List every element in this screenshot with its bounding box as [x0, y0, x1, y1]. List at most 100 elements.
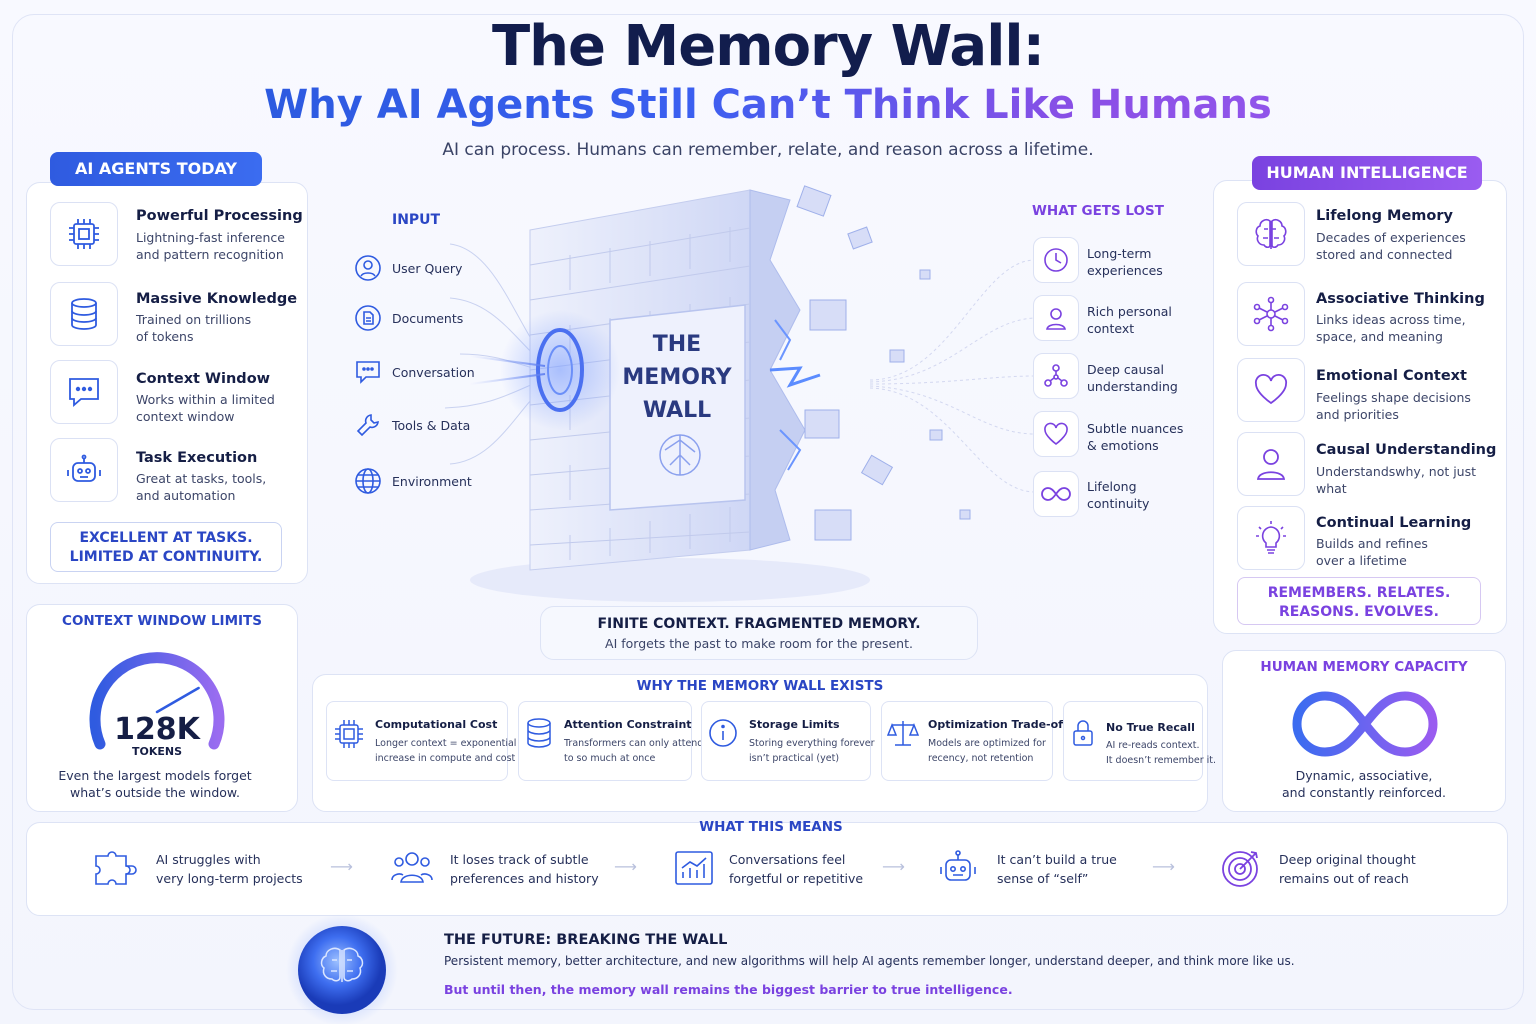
info-icon — [709, 719, 737, 747]
human-callout: REMEMBERS. RELATES.REASONS. EVOLVES. — [1237, 577, 1481, 625]
future-desc: Persistent memory, better architecture, … — [444, 954, 1295, 968]
document-icon — [355, 305, 381, 331]
network-icon — [1033, 353, 1079, 399]
globe-icon — [355, 468, 381, 494]
input-item-conversation: Conversation — [354, 358, 475, 386]
why-card — [1063, 701, 1203, 781]
clock-icon — [1033, 237, 1079, 283]
user-icon — [355, 255, 381, 281]
why-card — [518, 701, 692, 781]
human-item-desc: Links ideas across time,space, and meani… — [1316, 312, 1466, 344]
context-limits-header: CONTEXT WINDOW LIMITS — [62, 613, 262, 629]
input-item-tools: Tools & Data — [354, 411, 470, 439]
chat-bubble-icon — [50, 360, 118, 424]
why-title: Optimization Trade-offs — [928, 718, 1074, 731]
why-title: No True Recall — [1106, 721, 1195, 734]
context-gauge — [89, 652, 225, 750]
page-frame — [12, 14, 1524, 1010]
input-item-documents: Documents — [354, 304, 463, 332]
lock-icon — [1073, 720, 1093, 746]
tagline: AI can process. Humans can remember, rel… — [442, 140, 1094, 160]
arrow-icon: ⟶ — [1152, 857, 1175, 876]
input-item-environment: Environment — [354, 467, 472, 495]
input-item-user-query: User Query — [354, 254, 462, 282]
lost-header: WHAT GETS LOST — [1032, 203, 1164, 219]
ai-item-desc: Great at tasks, tools,and automation — [136, 471, 267, 503]
context-unit: TOKENS — [131, 745, 183, 758]
heart-icon — [1237, 358, 1305, 422]
gauge-needle — [155, 686, 200, 714]
scale-icon — [887, 721, 919, 746]
why-title: Attention Constraint — [564, 718, 692, 731]
future-title: THE FUTURE: BREAKING THE WALL — [444, 932, 728, 948]
robot-icon — [940, 850, 976, 881]
why-desc: AI re-reads context.It doesn’t remember … — [1106, 740, 1217, 766]
human-item-title: Causal Understanding — [1316, 442, 1497, 458]
chat-icon — [356, 361, 380, 384]
stack-icon — [527, 718, 551, 748]
ai-agents-header: AI AGENTS TODAY — [50, 152, 262, 186]
person-icon — [1033, 295, 1079, 341]
target-icon — [1222, 851, 1258, 887]
infinity-icon — [1292, 691, 1438, 757]
page-subtitle: Why AI Agents Still Can’t Think Like Hum… — [0, 82, 1536, 128]
network-icon — [1237, 282, 1305, 346]
robot-icon — [50, 438, 118, 502]
cpu-chip-icon — [50, 202, 118, 266]
human-item-title: Lifelong Memory — [1316, 208, 1453, 224]
ai-item-title: Task Execution — [136, 450, 258, 466]
context-value: 128K — [114, 712, 200, 747]
heart-icon — [1033, 411, 1079, 457]
why-title: Storage Limits — [749, 718, 840, 731]
why-card — [881, 701, 1053, 781]
infinity-icon — [1033, 471, 1079, 517]
lost-connector-lines — [870, 259, 1035, 493]
arrow-icon: ⟶ — [330, 857, 353, 876]
users-icon — [391, 852, 433, 883]
ai-item-title: Context Window — [136, 371, 271, 387]
input-header: INPUT — [392, 212, 441, 228]
human-capacity-desc: Dynamic, associative,and constantly rein… — [1281, 768, 1446, 800]
future-note: But until then, the memory wall remains … — [444, 982, 1013, 997]
wrench-icon — [356, 414, 379, 437]
human-item-title: Emotional Context — [1316, 368, 1467, 384]
ai-item-title: Powerful Processing — [136, 208, 303, 224]
why-title: Computational Cost — [375, 718, 498, 731]
chip-icon — [335, 720, 363, 748]
human-capacity-header: HUMAN MEMORY CAPACITY — [1260, 659, 1468, 675]
memory-wall-illustration — [470, 185, 971, 602]
ai-item-title: Massive Knowledge — [136, 291, 298, 307]
why-card — [701, 701, 871, 781]
wall-caption-desc: AI forgets the past to make room for the… — [605, 636, 913, 651]
human-intelligence-header: HUMAN INTELLIGENCE — [1252, 156, 1482, 190]
brain-icon — [1237, 202, 1305, 266]
human-item-title: Associative Thinking — [1316, 291, 1485, 307]
lightbulb-icon — [1237, 506, 1305, 570]
means-panel — [26, 822, 1508, 916]
chart-icon — [675, 851, 713, 885]
why-card — [326, 701, 508, 781]
human-item-title: Continual Learning — [1316, 515, 1472, 531]
means-header: WHAT THIS MEANS — [699, 819, 843, 835]
puzzle-icon — [95, 851, 137, 885]
